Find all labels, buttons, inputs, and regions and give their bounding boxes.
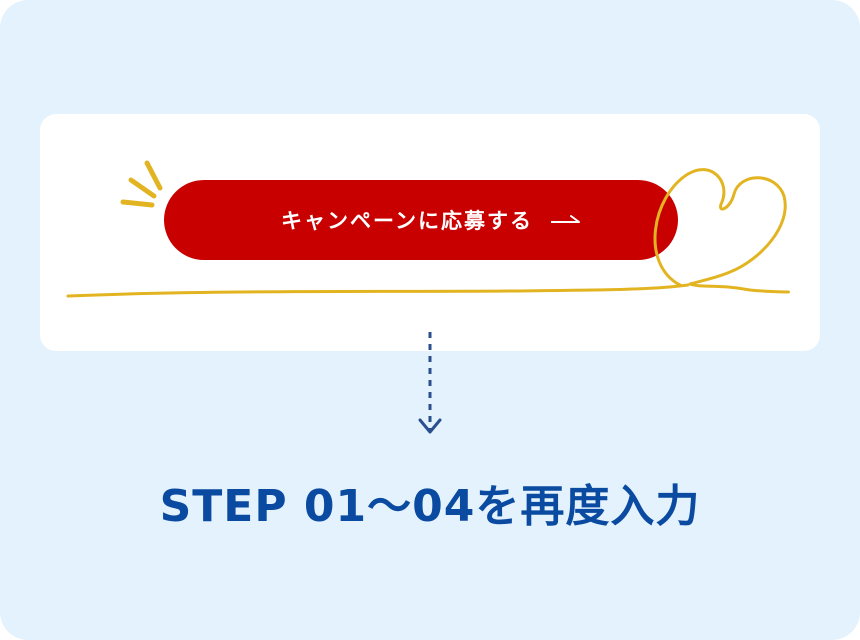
dotted-down-arrow-icon	[418, 332, 442, 434]
cta-card: キャンペーンに応募する	[40, 114, 820, 351]
long-right-arrow-icon	[550, 215, 580, 223]
reenter-steps-instruction: STEP 01～04を再度入力	[159, 481, 701, 532]
apply-campaign-label: キャンペーンに応募する	[281, 209, 533, 233]
underline-stroke	[66, 283, 690, 298]
apply-campaign-button[interactable]: キャンペーンに応募する	[164, 180, 678, 260]
